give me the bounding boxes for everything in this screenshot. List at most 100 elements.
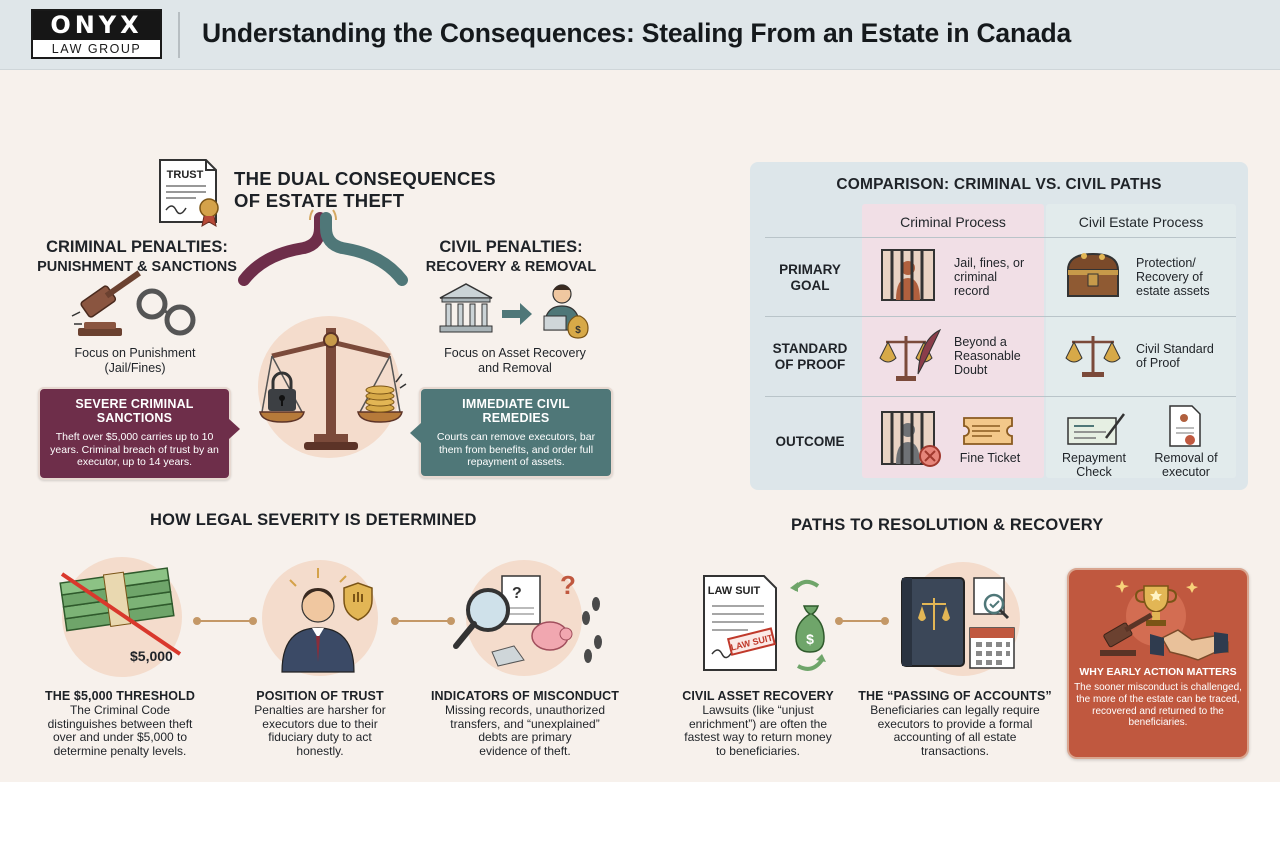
desc-line: The Criminal Code (69, 703, 171, 717)
repayment-check-label: Repayment Check (1052, 451, 1136, 479)
onyx-logo: ONYX LAW GROUP (31, 9, 162, 59)
passing-of-accounts-desc: Beneficiaries can legally require execut… (848, 703, 1062, 758)
criminal-callout-title-line2: SANCTIONS (96, 411, 173, 425)
ledger-calendar-icon (901, 577, 1015, 669)
comparison-title: COMPARISON: CRIMINAL VS. CIVIL PATHS (836, 176, 1162, 193)
desc-line: determine penalty levels. (53, 743, 187, 758)
row-label-outcome: OUTCOME (766, 434, 854, 450)
cell-line: estate assets (1136, 284, 1210, 298)
desc-line: enrichment”) are often the (688, 716, 828, 731)
passing-of-accounts-title: THE “PASSING OF ACCOUNTS” (858, 689, 1052, 703)
page-title: Understanding the Consequences: Stealing… (202, 18, 1072, 48)
misconduct-title: INDICATORS OF MISCONDUCT (430, 689, 620, 703)
scale-quill-icon (879, 328, 942, 381)
civil-goal-text: Protection/ Recovery of estate assets (1136, 256, 1232, 298)
cell-line: Repayment (1062, 451, 1126, 465)
header-bar: ONYX LAW GROUP Understanding the Consequ… (0, 0, 1280, 70)
cell-line: criminal (954, 270, 998, 284)
threshold-desc: The Criminal Code distinguishes between … (20, 703, 220, 758)
branch-lines (238, 209, 408, 286)
civil-proof-text: Civil Standard of Proof (1136, 342, 1232, 370)
severity-heading: HOW LEGAL SEVERITY IS DETERMINED (150, 511, 477, 529)
desc-line: executors due to their (262, 716, 378, 731)
logo-wordmark: ONYX (33, 11, 160, 40)
row-label-primary-goal: PRIMARY GOAL (768, 262, 852, 294)
criminal-callout-title-line1: SEVERE CRIMINAL (75, 397, 194, 411)
desc-line: transfers, and “unexplained” (450, 716, 600, 731)
lawsuit-doc-title: LAW SUIT (708, 585, 761, 597)
row-divider (765, 396, 1236, 397)
civil-callout-title-line2: REMEDIES (482, 411, 550, 425)
civil-heading-line2: RECOVERY & REMOVAL (425, 259, 597, 275)
desc-line: Lawsuits (like “unjust (702, 703, 814, 717)
criminal-caption-line2: (Jail/Fines) (104, 361, 166, 375)
cell-line: of Proof (1136, 356, 1180, 370)
desc-line: executors to provide a formal (877, 716, 1033, 731)
row-label-standard-of-proof: STANDARD OF PROOF (762, 341, 858, 373)
desc-line: fiduciary duty to act (268, 730, 372, 744)
gavel-handcuffs-icon (71, 270, 196, 336)
connector-line (193, 617, 257, 625)
cell-line: Removal of (1154, 451, 1218, 465)
desc-line: to beneficiaries. (715, 743, 801, 758)
cell-line: executor (1162, 465, 1210, 479)
desc-line: accounting of all estate (893, 730, 1017, 744)
lawsuit-document-icon: LAW SUIT LAW SUIT $ (703, 575, 826, 671)
money-stack-icon (59, 567, 182, 656)
trust-document-icon: TRUST (159, 159, 219, 227)
civil-caption-line2: and Removal (478, 361, 552, 375)
bank-arrow-person-money-icon: $ (439, 283, 589, 339)
row-divider (765, 316, 1236, 317)
threshold-title: THE $5,000 THRESHOLD (45, 689, 195, 703)
misconduct-desc: Missing records, unauthorized transfers,… (420, 703, 630, 758)
cell-line: record (954, 284, 990, 298)
row-label-line1: STANDARD (772, 341, 848, 356)
civil-penalties-heading: CIVIL PENALTIES: RECOVERY & REMOVAL (416, 237, 606, 277)
criminal-heading-line2: PUNISHMENT & SANCTIONS (37, 259, 237, 275)
svg-text:$: $ (806, 631, 814, 647)
cell-line: Doubt (954, 363, 988, 377)
cell-line: Jail, fines, or (954, 256, 1025, 270)
desc-line: over and under $5,000 to (52, 730, 188, 744)
row-label-line2: OF PROOF (774, 357, 846, 372)
svg-text:$: $ (575, 325, 581, 336)
desc-line: evidence of theft. (479, 743, 571, 758)
cell-line: Civil Standard (1136, 342, 1214, 356)
removal-document-icon (1169, 405, 1201, 447)
desc-line: debts are primary (478, 730, 572, 744)
row-label-line1: PRIMARY (779, 262, 841, 277)
cell-line: Recovery of (1136, 270, 1203, 284)
callout-tail (229, 419, 240, 439)
criminal-proof-text: Beyond a Reasonable Doubt (954, 335, 1042, 377)
cell-line: Beyond a (954, 335, 1007, 349)
desc-line: Beneficiaries can legally require (870, 703, 1040, 717)
svg-text:?: ? (560, 570, 576, 600)
removal-executor-label: Removal of executor (1146, 451, 1226, 479)
desc-line: distinguishes between theft (47, 716, 193, 731)
desc-line: Penalties are harsher for (254, 703, 386, 717)
cell-line: Check (1076, 465, 1112, 479)
treasure-chest-icon (1066, 252, 1120, 297)
executor-shield-icon (281, 568, 373, 673)
criminal-process-header: Criminal Process (900, 214, 1006, 230)
desc-line: fastest way to return money (684, 730, 832, 744)
dual-consequences-title: THE DUAL CONSEQUENCES OF ESTATE THEFT (234, 168, 496, 212)
balance-scale-lock-coins-icon (259, 328, 407, 450)
criminal-caption-line1: Focus on Punishment (74, 346, 196, 360)
svg-text:?: ? (512, 585, 522, 602)
civil-asset-recovery-desc: Lawsuits (like “unjust enrichment”) are … (662, 703, 854, 758)
civil-caption-line1: Focus on Asset Recovery (444, 346, 586, 360)
civil-scale-icon (1065, 336, 1121, 377)
desc-line: transactions. (920, 743, 990, 758)
cell-line: Reasonable (954, 349, 1021, 363)
desc-line: honestly. (296, 743, 344, 758)
trophy-handshake-gavel-icon (1100, 580, 1229, 661)
row-label-line1: OUTCOME (775, 434, 845, 449)
position-of-trust-title: POSITION OF TRUST (256, 689, 384, 703)
early-action-desc: The sooner misconduct is challenged, the… (1074, 682, 1242, 729)
criminal-callout-text: Theft over $5,000 carries up to 10 years… (50, 431, 219, 468)
criminal-goal-text: Jail, fines, or criminal record (954, 256, 1042, 298)
criminal-heading-line1: CRIMINAL PENALTIES: (46, 238, 228, 256)
criminal-penalties-heading: CRIMINAL PENALTIES: PUNISHMENT & SANCTIO… (26, 237, 248, 277)
resolution-heading: PATHS TO RESOLUTION & RECOVERY (791, 516, 1104, 534)
